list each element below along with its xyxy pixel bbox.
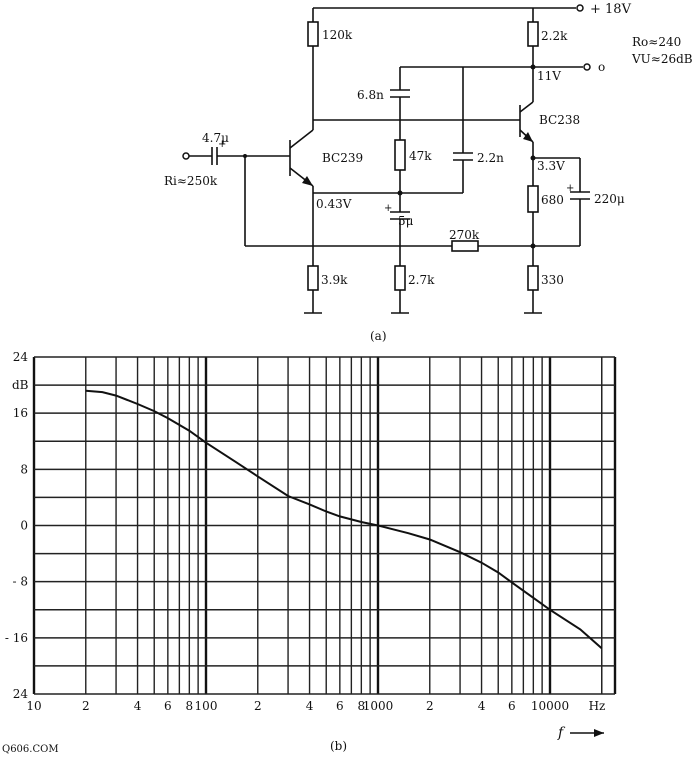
caption-b: (b) bbox=[330, 739, 347, 753]
y-tick-label: - 16 bbox=[5, 631, 28, 645]
r-bottom-left-label: 3.9k bbox=[321, 273, 348, 287]
y-tick-label: 24 bbox=[13, 350, 29, 364]
x-axis-label: f bbox=[557, 725, 566, 741]
x-tick-label: 100 bbox=[195, 699, 218, 713]
r-mid-label: 47k bbox=[409, 149, 432, 163]
supply-label: + 18V bbox=[590, 2, 632, 17]
resistor-2.2k bbox=[527, 21, 539, 47]
resistor-2.7k bbox=[394, 265, 406, 291]
caption-a: (a) bbox=[370, 329, 387, 343]
r-top-left-label: 120k bbox=[322, 28, 353, 42]
collector-voltage-label: 11V bbox=[537, 69, 561, 83]
x-tick-label: 6 bbox=[336, 699, 344, 713]
emitter-voltage-label: 3.3V bbox=[537, 159, 565, 173]
x-tick-label: 10000 bbox=[531, 699, 569, 713]
response-curve bbox=[85, 389, 603, 650]
circuit-schematic: + 18V 120k BC239 + 4.7μ Ri≈250k 2 bbox=[164, 2, 693, 343]
x-axis-arrowhead bbox=[594, 729, 604, 737]
svg-text:+: + bbox=[566, 183, 574, 194]
resistor-47k bbox=[394, 139, 406, 171]
r-feedback-label: 270k bbox=[449, 228, 480, 242]
y-axis-label: dB bbox=[12, 378, 29, 392]
resistor-330 bbox=[527, 265, 539, 291]
c-bypass-label: 220μ bbox=[594, 192, 625, 206]
x-tick-label: 8 bbox=[186, 699, 194, 713]
output-terminal-label: o bbox=[598, 60, 605, 74]
input-terminal bbox=[182, 152, 190, 160]
x-tick-label: 2 bbox=[82, 699, 90, 713]
x-tick-label: 4 bbox=[134, 699, 142, 713]
c-mid-label: 2.2n bbox=[477, 151, 504, 165]
r-emitter-top-label: 680 bbox=[541, 193, 564, 207]
y-tick-label: 16 bbox=[13, 406, 28, 420]
c-input-label: 4.7μ bbox=[202, 131, 229, 145]
x-tick-label: 2 bbox=[426, 699, 434, 713]
svg-text:+: + bbox=[384, 203, 392, 214]
c-coupling-label: 5μ bbox=[398, 214, 414, 228]
r-bottom-right-label: 330 bbox=[541, 273, 564, 287]
supply-terminal bbox=[576, 4, 584, 12]
transistor-q2 bbox=[519, 101, 534, 143]
output-note: Ro≈240 bbox=[632, 35, 681, 49]
x-tick-label: 2 bbox=[254, 699, 262, 713]
x-tick-label: 6 bbox=[164, 699, 172, 713]
x-tick-label: 4 bbox=[478, 699, 486, 713]
resistor-3.9k bbox=[307, 265, 319, 291]
resistor-270k bbox=[451, 240, 479, 252]
r-top-right-label: 2.2k bbox=[541, 29, 568, 43]
q2-label: BC238 bbox=[539, 113, 580, 127]
x-tick-label: Hz bbox=[589, 699, 606, 713]
transistor-q1 bbox=[289, 129, 314, 187]
r-bottom-mid-label: 2.7k bbox=[408, 273, 435, 287]
base-voltage-label: 0.43V bbox=[316, 197, 352, 211]
svg-text:+: + bbox=[218, 139, 226, 150]
watermark: Q606.COM bbox=[2, 744, 59, 755]
x-tick-label: 8 bbox=[358, 699, 366, 713]
x-tick-label: 1000 bbox=[363, 699, 394, 713]
y-tick-label: 8 bbox=[20, 462, 28, 476]
resistor-120k bbox=[307, 21, 319, 47]
input-impedance-label: Ri≈250k bbox=[164, 174, 218, 188]
c-feedback-label: 6.8n bbox=[357, 88, 384, 102]
x-tick-label: 6 bbox=[508, 699, 516, 713]
output-terminal bbox=[583, 63, 591, 71]
x-tick-label: 10 bbox=[26, 699, 41, 713]
y-tick-label: 0 bbox=[20, 519, 28, 533]
q1-label: BC239 bbox=[322, 151, 363, 165]
y-tick-label: - 8 bbox=[12, 575, 28, 589]
gain-note: VU≈26dB bbox=[631, 52, 693, 66]
y-tick-label: 24 bbox=[13, 687, 29, 701]
x-tick-label: 4 bbox=[306, 699, 314, 713]
resistor-680 bbox=[527, 185, 539, 213]
